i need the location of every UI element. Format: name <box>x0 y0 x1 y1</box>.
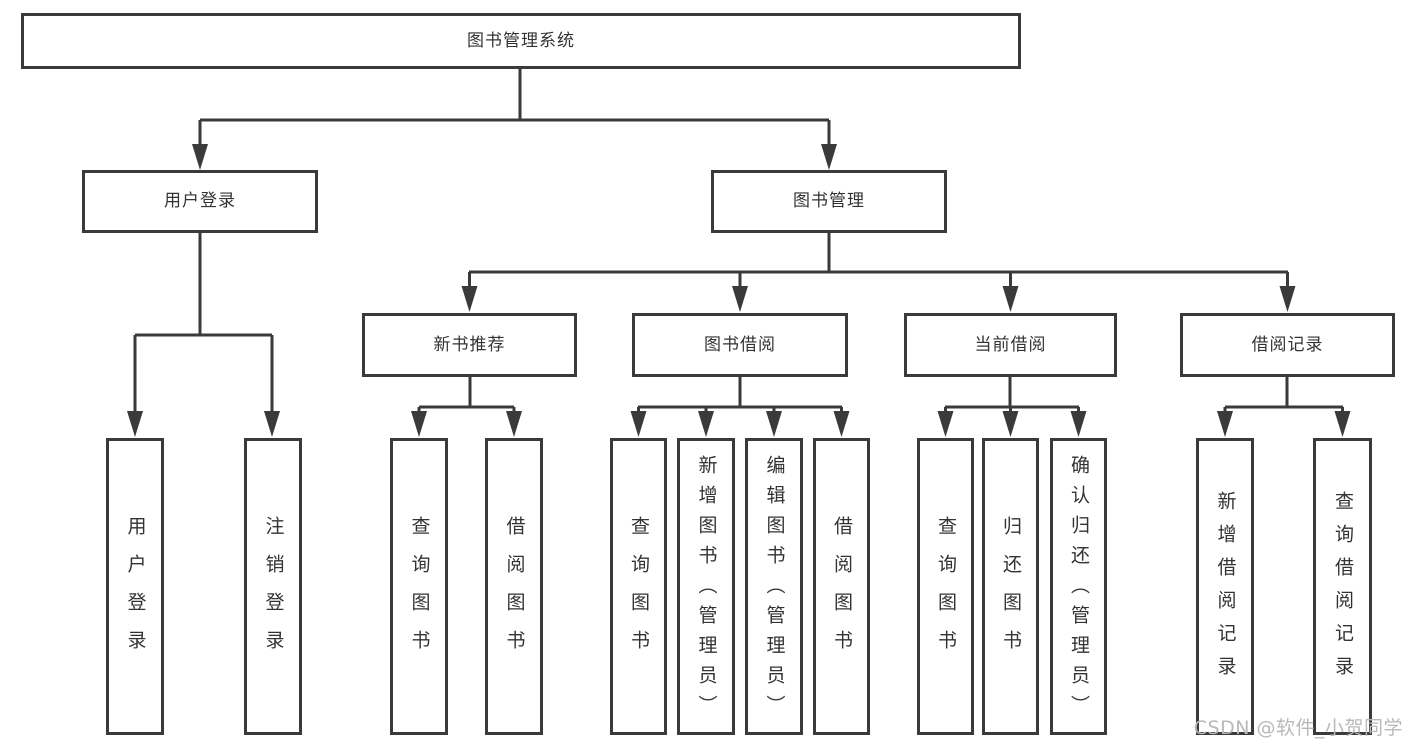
leaf-borrow-query-book: 查询图书 <box>610 438 667 735</box>
node-root-system: 图书管理系统 <box>21 13 1021 69</box>
node-label: 新增借阅记录 <box>1214 491 1237 689</box>
leaf-current-confirm-return-admin: 确认归还（管理员） <box>1050 438 1107 735</box>
leaf-records-add-record: 新增借阅记录 <box>1196 438 1254 735</box>
node-label: 图书管理 <box>793 191 865 211</box>
leaf-borrow-borrow-book: 借阅图书 <box>813 438 870 735</box>
connector-root-to-level2 <box>192 68 837 170</box>
watermark: CSDN @软件_小贺同学 <box>1193 717 1403 739</box>
connector-borrow-records-to-leaves <box>1217 377 1351 437</box>
leaf-records-query-record: 查询借阅记录 <box>1313 438 1372 735</box>
node-label: 借阅图书 <box>831 515 853 668</box>
node-label: 归还图书 <box>1000 515 1022 668</box>
leaf-newbook-query-book: 查询图书 <box>390 438 448 735</box>
node-label: 用户登录 <box>124 515 147 668</box>
node-label: 借阅图书 <box>503 515 526 668</box>
node-label: 确认归还（管理员） <box>1068 454 1090 725</box>
node-label: 编辑图书（管理员） <box>763 454 786 725</box>
node-label: 查询图书 <box>408 515 431 668</box>
connector-current-borrow-to-leaves <box>937 377 1087 437</box>
leaf-borrow-add-book-admin: 新增图书（管理员） <box>677 438 735 735</box>
node-borrow-records: 借阅记录 <box>1180 313 1395 377</box>
node-user-login-branch: 用户登录 <box>82 170 318 233</box>
node-book-borrow: 图书借阅 <box>632 313 848 377</box>
connector-user-login-to-leaves <box>127 233 280 437</box>
node-new-book-recommend: 新书推荐 <box>362 313 577 377</box>
node-label: 查询图书 <box>628 515 650 668</box>
leaf-current-return-book: 归还图书 <box>982 438 1039 735</box>
node-label: 查询借阅记录 <box>1332 491 1354 689</box>
connector-book-mgmt-to-level3 <box>461 233 1296 312</box>
leaf-borrow-edit-book-admin: 编辑图书（管理员） <box>745 438 803 735</box>
leaf-newbook-borrow-book: 借阅图书 <box>485 438 543 735</box>
node-label: 图书借阅 <box>704 334 776 355</box>
node-label: 查询图书 <box>935 515 957 668</box>
node-label: 当前借阅 <box>974 334 1047 355</box>
node-current-borrow: 当前借阅 <box>904 313 1117 377</box>
node-label: 新书推荐 <box>433 334 506 355</box>
node-label: 借阅记录 <box>1251 334 1324 355</box>
node-label: 注销登录 <box>262 515 285 668</box>
node-label: 用户登录 <box>164 191 236 211</box>
node-label: 图书管理系统 <box>467 30 575 51</box>
leaf-logout: 注销登录 <box>244 438 302 735</box>
leaf-current-query-book: 查询图书 <box>917 438 974 735</box>
leaf-user-login: 用户登录 <box>106 438 164 735</box>
connector-new-book-to-leaves <box>411 377 522 437</box>
node-book-management: 图书管理 <box>711 170 947 233</box>
node-label: 新增图书（管理员） <box>695 454 718 725</box>
connector-book-borrow-to-leaves <box>630 377 850 437</box>
